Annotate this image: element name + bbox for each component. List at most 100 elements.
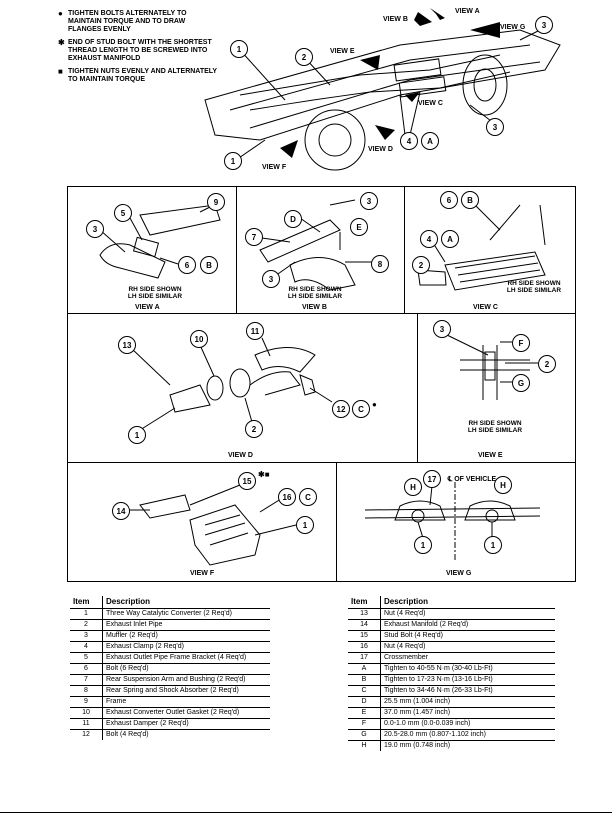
view-e-callout-2: 2 [538,355,556,373]
legend-item-id: F [348,718,381,730]
legend-item-description: Stud Bolt (4 Req'd) [380,630,555,642]
legend-item-id: 9 [70,696,103,708]
legend-item-description: 20.5-28.0 mm (0.807-1.102 inch) [380,729,555,741]
view-g-callout-1: 1 [414,536,432,554]
note-1: ●TIGHTEN BOLTS ALTERNATELY TO MAINTAIN T… [58,10,218,34]
view-b-callout-e: E [350,218,368,236]
view-f-callout-15: 15 [238,472,256,490]
legend-item-id: A [348,663,381,675]
legend-item-id: B [348,674,381,686]
legend-item-id: 13 [348,608,381,620]
legend-item-description: Exhaust Converter Outlet Gasket (2 Req'd… [102,707,270,719]
overview-view-c-label: VIEW C [418,100,443,107]
view-c-title: VIEW C [473,304,498,311]
overview-callout-2: 2 [295,48,313,66]
view-b-callout-3: 3 [360,192,378,210]
legend-item-description: Nut (4 Req'd) [380,608,555,620]
legend-header-item: Item [70,596,103,609]
legend-item-id: 1 [70,608,103,620]
view-f-title: VIEW F [190,570,215,577]
bullet-circle-icon: ● [58,9,63,18]
legend-item-id: C [348,685,381,697]
view-b-title: VIEW B [302,304,327,311]
overview-callout-4: 4 [400,132,418,150]
note-text: END OF STUD BOLT WITH THE SHORTEST THREA… [68,39,212,62]
legend-item-id: 16 [348,641,381,653]
view-d-callout-2: 2 [245,420,263,438]
legend-item-description: 25.5 mm (1.004 inch) [380,696,555,708]
legend-item-description: Crossmember [380,652,555,664]
overview-view-d-label: VIEW D [368,146,393,153]
legend-item-id: 2 [70,619,103,631]
view-g-centerline-label: ℄ OF VEHICLE [447,476,497,483]
legend-item-id: 3 [70,630,103,642]
legend-item-description: Exhaust Inlet Pipe [102,619,270,631]
legend-item-description: Rear Spring and Shock Absorber (2 Req'd) [102,685,270,697]
overview-view-f-label: VIEW F [262,164,287,171]
overview-view-e-label: VIEW E [330,48,355,55]
legend-item-description: Bolt (4 Req'd) [102,729,270,740]
view-c-callout-6: 6 [440,191,458,209]
view-b-callout-8: 8 [371,255,389,273]
overview-callout-1b: 1 [224,152,242,170]
view-g-title: VIEW G [446,570,472,577]
view-c-callout-a: A [441,230,459,248]
view-a-callout-9: 9 [207,193,225,211]
bullet-asterisk-icon: ✱ [58,38,65,47]
view-a-title: VIEW A [135,304,160,311]
view-f-stud-mark-icon: ✱■ [258,470,270,479]
view-d-callout-c: C [352,400,370,418]
view-f-callout-1: 1 [296,516,314,534]
overview-view-b-label: VIEW B [383,16,408,23]
legend-item-id: 10 [70,707,103,719]
view-a-callout-6: 6 [178,256,196,274]
view-f-callout-14: 14 [112,502,130,520]
legend-item-description: 37.0 mm (1.457 inch) [380,707,555,719]
view-g-callout-17: 17 [423,470,441,488]
view-d-callout-10: 10 [190,330,208,348]
legend-item-description: Exhaust Clamp (2 Req'd) [102,641,270,653]
view-f-callout-c: C [299,488,317,506]
legend-item-description: Nut (4 Req'd) [380,641,555,653]
legend-item-description: 0.0-1.0 mm (0.0-0.039 inch) [380,718,555,730]
view-d-callout-12: 12 [332,400,350,418]
legend-item-description: Exhaust Damper (2 Req'd) [102,718,270,730]
page-footer-rule [0,812,612,813]
note-text: TIGHTEN NUTS EVENLY AND ALTERNATELY TO M… [68,68,217,83]
legend-item-id: 12 [70,729,103,740]
legend-item-id: 8 [70,685,103,697]
overview-callout-a: A [421,132,439,150]
view-g-callout-h: H [404,478,422,496]
bullet-square-icon: ■ [58,67,63,76]
legend-item-id: 4 [70,641,103,653]
view-e-callout-3: 3 [433,320,451,338]
overview-view-g-label: VIEW G [500,24,526,31]
legend-item-id: G [348,729,381,741]
legend-item-description: Rear Suspension Arm and Bushing (2 Req'd… [102,674,270,686]
